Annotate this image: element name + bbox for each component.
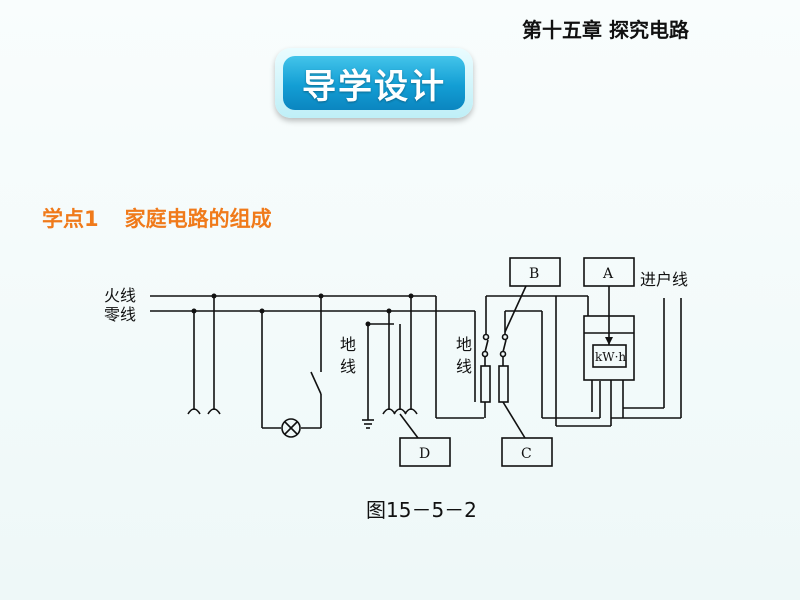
ground-right-label-1: 地 bbox=[456, 335, 472, 354]
ground-right-label-2: 线 bbox=[456, 357, 472, 376]
figure-caption: 图15－5－2 bbox=[366, 498, 477, 522]
live-wire-label: 火线 bbox=[104, 286, 136, 305]
ground-left-label-2: 线 bbox=[340, 357, 356, 376]
box-b bbox=[509, 257, 561, 287]
neutral-wire-label: 零线 bbox=[104, 305, 136, 324]
lamp-switch-blade bbox=[310, 371, 322, 395]
box-b-label: B bbox=[529, 266, 539, 282]
fuse-left bbox=[480, 365, 491, 403]
box-d-label: D bbox=[419, 446, 430, 462]
chapter-title: 第十五章 探究电路 bbox=[522, 18, 689, 42]
box-d bbox=[399, 437, 451, 467]
section-number: 学点1 bbox=[42, 207, 99, 231]
lamp-symbol bbox=[281, 418, 301, 438]
ground-left-label-1: 地 bbox=[340, 335, 356, 354]
banner-label: 导学设计 bbox=[283, 56, 465, 110]
meter-unit-label: kW·h bbox=[595, 350, 626, 364]
section-banner: 导学设计 bbox=[275, 48, 473, 118]
section-title-text: 家庭电路的组成 bbox=[124, 207, 272, 231]
incoming-wire-label: 进户线 bbox=[640, 270, 688, 289]
box-c bbox=[501, 437, 553, 467]
section-heading: 学点1 家庭电路的组成 bbox=[42, 203, 272, 233]
fuse-right bbox=[498, 365, 509, 403]
box-c-label: C bbox=[521, 446, 532, 462]
box-a-label: A bbox=[602, 266, 614, 282]
